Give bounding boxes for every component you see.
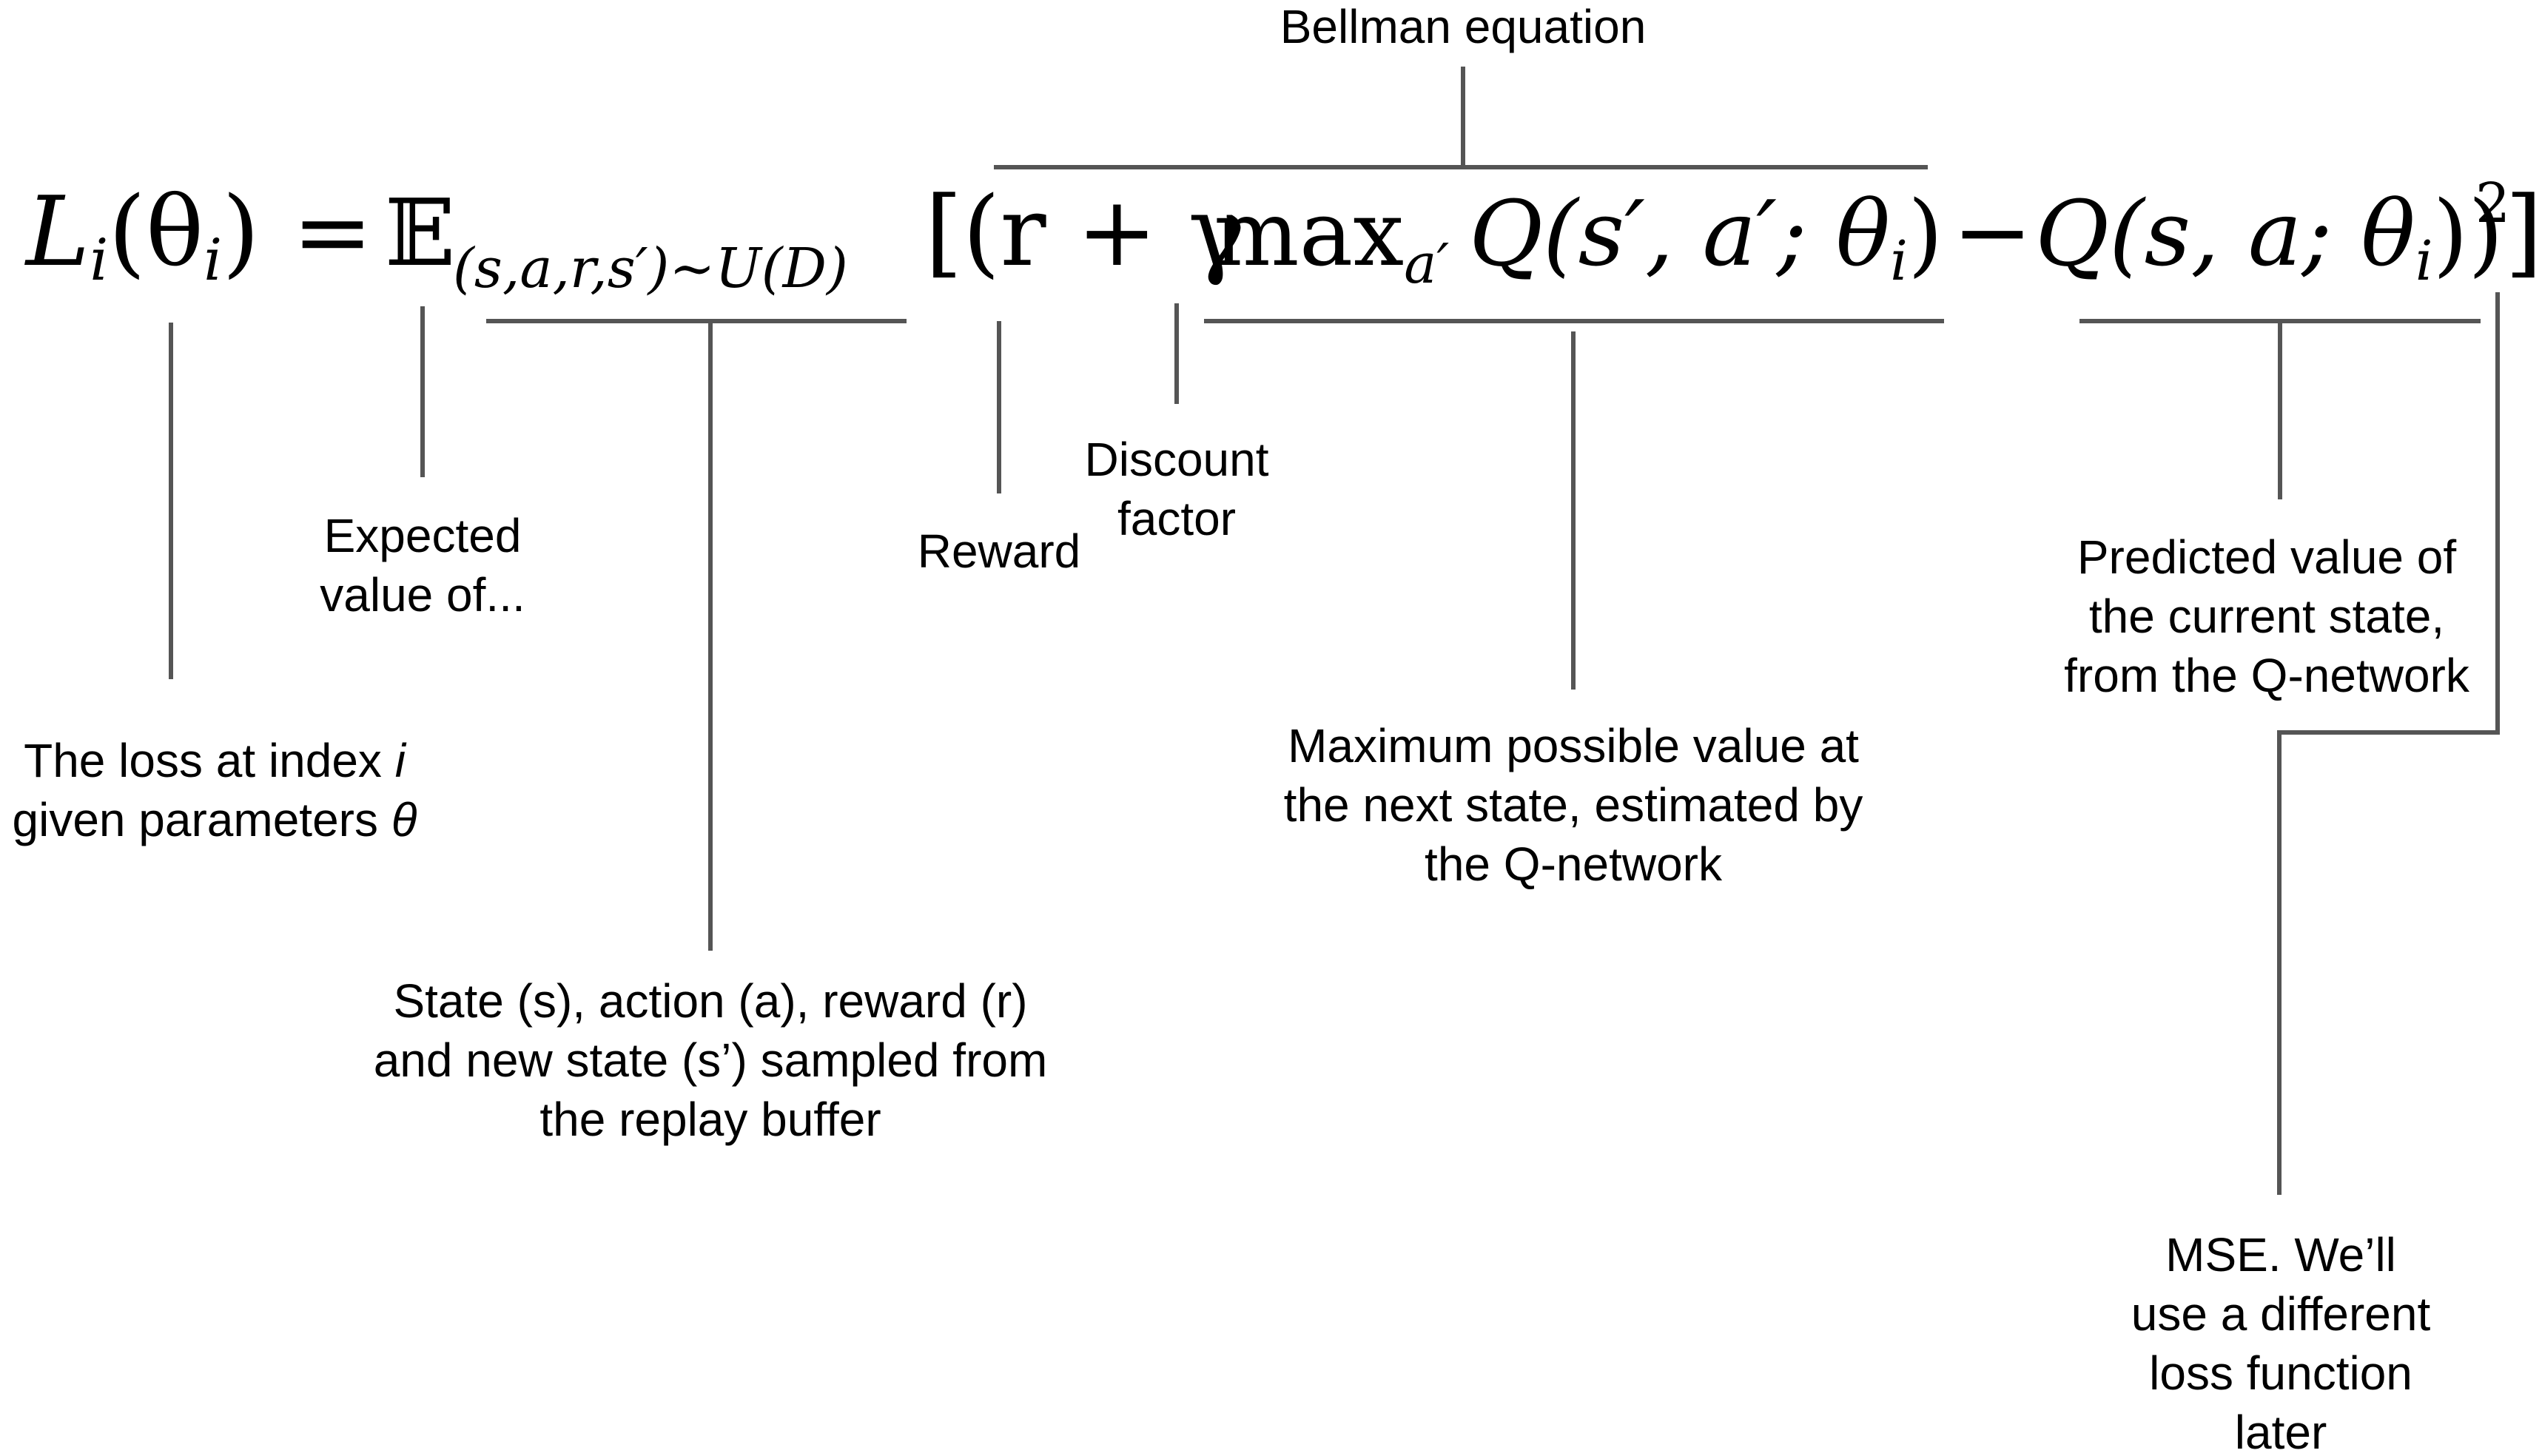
pred-label: Predicted value of the current state, fr… <box>2064 530 2470 702</box>
svg-text:later: later <box>2235 1406 2327 1456</box>
svg-text:loss function: loss function <box>2149 1347 2412 1400</box>
sample-label: State (s), action (a), reward (r) and ne… <box>374 974 1048 1146</box>
loss-label: The loss at index i given parameters θ <box>13 734 417 846</box>
equation-lhs: Li(θi) <box>24 175 260 294</box>
svg-text:Maximum possible value at: Maximum possible value at <box>1288 719 1859 772</box>
reward-label: Reward <box>918 525 1081 578</box>
svg-text:Predicted value of: Predicted value of <box>2077 530 2457 584</box>
square-exponent: 2 <box>2475 172 2510 235</box>
svg-text:the current state,: the current state, <box>2089 590 2444 643</box>
svg-text:the replay buffer: the replay buffer <box>539 1093 881 1146</box>
q-next-term: Q(s′, a′; θi) <box>1469 181 1943 293</box>
svg-text:State (s), action (a), reward: State (s), action (a), reward (r) <box>393 974 1027 1028</box>
svg-text:from the Q-network: from the Q-network <box>2064 649 2470 702</box>
svg-text:MSE. We’ll: MSE. We’ll <box>2165 1228 2396 1281</box>
svg-text:Expected: Expected <box>324 509 522 562</box>
mse-pointer <box>2277 292 2500 1195</box>
svg-text:and new state (s’) sampled fro: and new state (s’) sampled from <box>374 1034 1048 1087</box>
q-current-term: Q(s, a; θi)) <box>2035 181 2504 293</box>
svg-text:The loss at index i: The loss at index i <box>24 734 407 787</box>
annotations: Bellman equation The loss at index i giv… <box>13 0 2470 1456</box>
svg-text:the Q-network: the Q-network <box>1425 837 1723 891</box>
expectation-symbol: 𝔼 <box>385 180 455 287</box>
equation-minus: − <box>1952 175 2033 288</box>
svg-text:use a different: use a different <box>2131 1287 2431 1341</box>
max-operator: maxa′ <box>1214 181 1449 296</box>
connector-lines <box>169 67 2500 1195</box>
maxval-label: Maximum possible value at the next state… <box>1284 719 1863 891</box>
mse-label: MSE. We’ll use a different loss function… <box>2131 1228 2431 1456</box>
svg-text:Discount: Discount <box>1085 433 1269 486</box>
svg-text:factor: factor <box>1117 492 1236 545</box>
svg-text:the next state, estimated by: the next state, estimated by <box>1284 778 1863 832</box>
svg-text:given parameters θ: given parameters θ <box>13 793 417 846</box>
equation-equals: = <box>292 175 373 288</box>
bellman-label: Bellman equation <box>1280 0 1647 53</box>
expectation-subscript: (s,a,r,s′)∼U(D) <box>453 237 848 300</box>
svg-text:value of...: value of... <box>320 568 525 621</box>
equation-bracket-close: ] <box>2505 175 2542 288</box>
discount-label: Discount factor <box>1085 433 1269 545</box>
expected-label: Expected value of... <box>320 509 525 621</box>
loss-equation: Li(θi) = 𝔼 (s,a,r,s′)∼U(D) [(r + γ maxa′… <box>24 172 2542 300</box>
equation-bracket-open: [(r + γ <box>925 175 1245 288</box>
